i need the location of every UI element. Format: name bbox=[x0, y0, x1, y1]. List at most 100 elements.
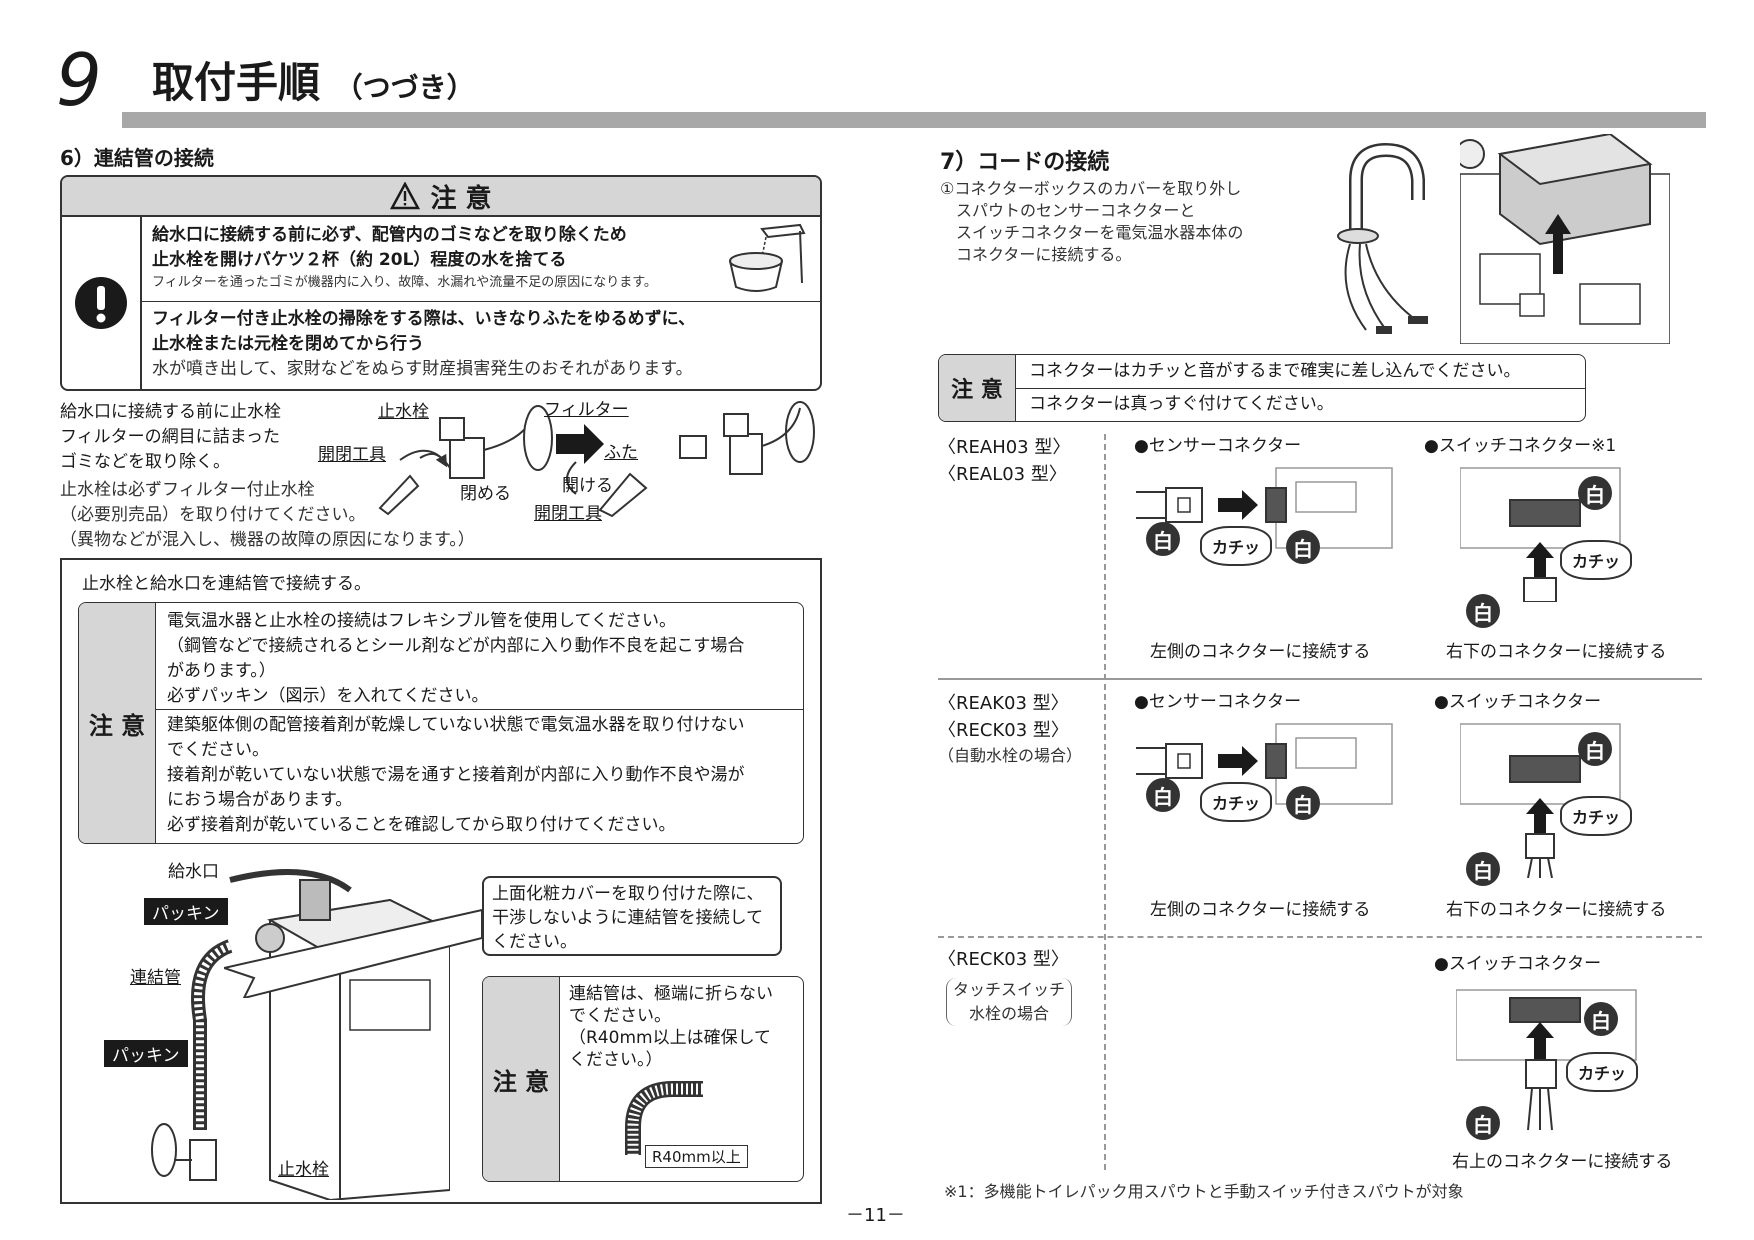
step-line-3: スイッチコネクターを電気温水器本体の bbox=[940, 223, 1244, 242]
label-close: 閉める bbox=[460, 484, 511, 504]
label-shisuisen-2: 止水栓 bbox=[278, 1160, 329, 1180]
callout-line-1: 上面化粧カバーを取り付けた際に、 bbox=[492, 884, 764, 904]
row3-note-1: タッチスイッチ bbox=[953, 980, 1066, 999]
caution-item-1-line2: 止水栓を開けバケツ２杯（約 20L）程度の水を捨てる bbox=[152, 250, 567, 270]
caution-box-3-text: 連結管は、極端に折らない でください。 （R40mm以上は確保して ください。） bbox=[569, 983, 799, 1071]
row2-white-badge-2: 白 bbox=[1286, 786, 1320, 820]
s7-caution-divider bbox=[1015, 388, 1585, 389]
step-line-2: スパウトのセンサーコネクターと bbox=[940, 201, 1196, 220]
row3-note: タッチスイッチ 水栓の場合 bbox=[946, 978, 1073, 1026]
row2-sensor-label: ●センサーコネクター bbox=[1134, 692, 1302, 712]
row2-models: 〈REAK03 型〉 〈RECK03 型〉 （自動水栓の場合） bbox=[938, 690, 1082, 768]
s7-caution-label-col: 注 意 bbox=[939, 355, 1016, 421]
title-sub: （つづき） bbox=[334, 71, 475, 104]
caution-box-3: 注 意 連結管は、極端に折らない でください。 （R40mm以上は確保して くだ… bbox=[482, 976, 804, 1182]
bent-pipe-icon bbox=[625, 1081, 703, 1155]
row3-caption-right: 右上のコネクターに接続する bbox=[1452, 1152, 1673, 1172]
row1-caption-left: 左側のコネクターに接続する bbox=[1150, 642, 1371, 662]
callout-line-2: 干渉しないように連結管を接続して bbox=[492, 908, 764, 928]
row1-sensor-label: ●センサーコネクター bbox=[1134, 436, 1302, 456]
row2-click-burst-2: カチッ bbox=[1560, 796, 1633, 836]
label-packing-2: パッキン bbox=[104, 1040, 188, 1067]
note-a-4: 必ずパッキン（図示）を入れてください。 bbox=[167, 686, 489, 706]
filter-text-1: 給水口に接続する前に止水栓 bbox=[60, 402, 281, 422]
caution-item-2-note: 水が噴き出して、家財などをぬらす財産損害発生のおそれがあります。 bbox=[152, 359, 693, 379]
caution-box-3-label-col: 注 意 bbox=[483, 977, 560, 1181]
section6-heading: 6）連結管の接続 bbox=[60, 146, 214, 170]
label-futa: ふた bbox=[604, 443, 638, 463]
caution-item-2-line1: フィルター付き止水栓の掃除をする際は、いきなりふたをゆるめずに、 bbox=[152, 309, 696, 329]
row1-models: 〈REAH03 型〉 〈REAL03 型〉 bbox=[938, 434, 1070, 488]
exclamation-icon bbox=[75, 277, 127, 329]
row2-white-badge-1: 白 bbox=[1146, 778, 1180, 812]
row1-click-burst-1: カチッ bbox=[1200, 526, 1273, 566]
caution3-line-3: （R40mm以上は確保して bbox=[569, 1028, 772, 1048]
caution-item-2-line2: 止水栓または元栓を閉めてから行う bbox=[152, 334, 424, 354]
row2-white-badge-3: 白 bbox=[1578, 732, 1612, 766]
page-title: 取付手順 （つづき） bbox=[152, 58, 475, 113]
filter-note-3: （異物などが混入し、機器の故障の原因になります。） bbox=[60, 530, 475, 550]
s7-caution-line-2: コネクターは真っすぐ付けてください。 bbox=[1029, 394, 1334, 414]
note-b: 建築躯体側の配管接着剤が乾燥していない状態で電気温水器を取り付けない でください… bbox=[167, 713, 797, 838]
click-text: カチッ bbox=[1572, 808, 1621, 827]
caution-box-2-title: 注 意 bbox=[88, 711, 146, 740]
click-text: カチッ bbox=[1578, 1064, 1627, 1083]
row-divider-2 bbox=[938, 936, 1702, 938]
note-a-3: があります。） bbox=[167, 661, 276, 681]
note-b-5: 必ず接着剤が乾いていることを確認してから取り付けてください。 bbox=[167, 815, 676, 835]
row2-white-badge-4: 白 bbox=[1466, 852, 1500, 886]
row1-switch-label: ●スイッチコネクター※1 bbox=[1424, 436, 1617, 456]
caution-divider bbox=[142, 301, 820, 302]
step-line-1: ①コネクターボックスのカバーを取り外し bbox=[940, 179, 1242, 198]
step-line-4: コネクターに接続する。 bbox=[940, 245, 1132, 264]
caution3-line-1: 連結管は、極端に折らない bbox=[569, 984, 773, 1004]
row1-white-badge-3: 白 bbox=[1578, 476, 1612, 510]
note-b-1: 建築躯体側の配管接着剤が乾燥していない状態で電気温水器を取り付けない bbox=[167, 715, 745, 735]
note-divider bbox=[155, 709, 803, 710]
row1-white-badge-2: 白 bbox=[1286, 530, 1320, 564]
footnote: ※1：多機能トイレパック用スパウトと手動スイッチ付きスパウトが対象 bbox=[944, 1182, 1464, 1201]
row2-model-2: 〈RECK03 型〉 bbox=[938, 720, 1069, 741]
click-text: カチッ bbox=[1212, 538, 1261, 557]
caution-icon-column bbox=[62, 217, 142, 389]
caution-item-1-line1: 給水口に接続する前に必ず、配管内のゴミなどを取り除くため bbox=[152, 225, 627, 245]
section-number: 9 bbox=[56, 38, 102, 122]
label-filter: フィルター bbox=[544, 400, 629, 420]
filter-diagram bbox=[378, 401, 815, 518]
row1-model-2: 〈REAL03 型〉 bbox=[938, 464, 1067, 485]
note-b-2: でください。 bbox=[167, 740, 269, 760]
filter-note-1: 止水栓は必ずフィルター付止水栓 bbox=[60, 480, 315, 500]
click-text: カチッ bbox=[1212, 794, 1261, 813]
caution-item-1: 給水口に接続する前に必ず、配管内のゴミなどを取り除くため 止水栓を開けバケツ２杯… bbox=[152, 223, 812, 293]
bucket-icon bbox=[729, 223, 806, 292]
caution3-line-2: でください。 bbox=[569, 1006, 671, 1026]
caution-box-1-header: 注 意 bbox=[62, 177, 820, 217]
row3-note-2: 水栓の場合 bbox=[969, 1004, 1050, 1023]
filter-note: 止水栓は必ずフィルター付止水栓 （必要別売品）を取り付けてください。 （異物など… bbox=[60, 478, 520, 553]
section7-heading: 7）コードの接続 bbox=[940, 150, 1110, 175]
warning-triangle-icon bbox=[390, 182, 421, 210]
row2-model-1: 〈REAK03 型〉 bbox=[938, 693, 1069, 714]
row3-white-badge-1: 白 bbox=[1584, 1002, 1618, 1036]
model-column-divider bbox=[1104, 434, 1106, 1170]
note-a-1: 電気温水器と止水栓の接続はフレキシブル管を使用してください。 bbox=[167, 611, 676, 631]
row2-caption-left: 左側のコネクターに接続する bbox=[1150, 900, 1371, 920]
page-number: －11－ bbox=[846, 1205, 905, 1226]
row3-switch-label: ●スイッチコネクター bbox=[1434, 954, 1602, 974]
row2-switch-label: ●スイッチコネクター bbox=[1434, 692, 1602, 712]
row2-note: （自動水栓の場合） bbox=[938, 746, 1083, 765]
filter-text-3: ゴミなどを取り除く。 bbox=[60, 452, 230, 472]
callout-line-3: ください。 bbox=[492, 932, 577, 952]
label-open: 開ける bbox=[562, 476, 613, 496]
note-b-3: 接着剤が乾いていない状態で湯を通すと接着剤が内部に入り動作不良や湯が bbox=[167, 765, 745, 785]
label-kaihei-1: 開閉工具 bbox=[318, 445, 386, 465]
filter-note-2: （必要別売品）を取り付けてください。 bbox=[60, 505, 366, 525]
section7-steps: ①コネクターボックスのカバーを取り外し スパウトのセンサーコネクターと スイッチ… bbox=[940, 178, 1320, 266]
label-renketsukan: 連結管 bbox=[130, 968, 181, 988]
connection-frame bbox=[60, 558, 822, 1204]
caution-box-2: 注 意 電気温水器と止水栓の接続はフレキシブル管を使用してください。 （鋼管など… bbox=[78, 602, 804, 844]
callout-pointer bbox=[224, 908, 483, 998]
row2-sensor-diagram bbox=[1136, 723, 1393, 805]
s7-caution-box: 注 意 コネクターはカチッと音がするまで確実に差し込んでください。 コネクターは… bbox=[938, 354, 1586, 422]
s7-caution-line-1: コネクターはカチッと音がするまで確実に差し込んでください。 bbox=[1029, 361, 1521, 381]
